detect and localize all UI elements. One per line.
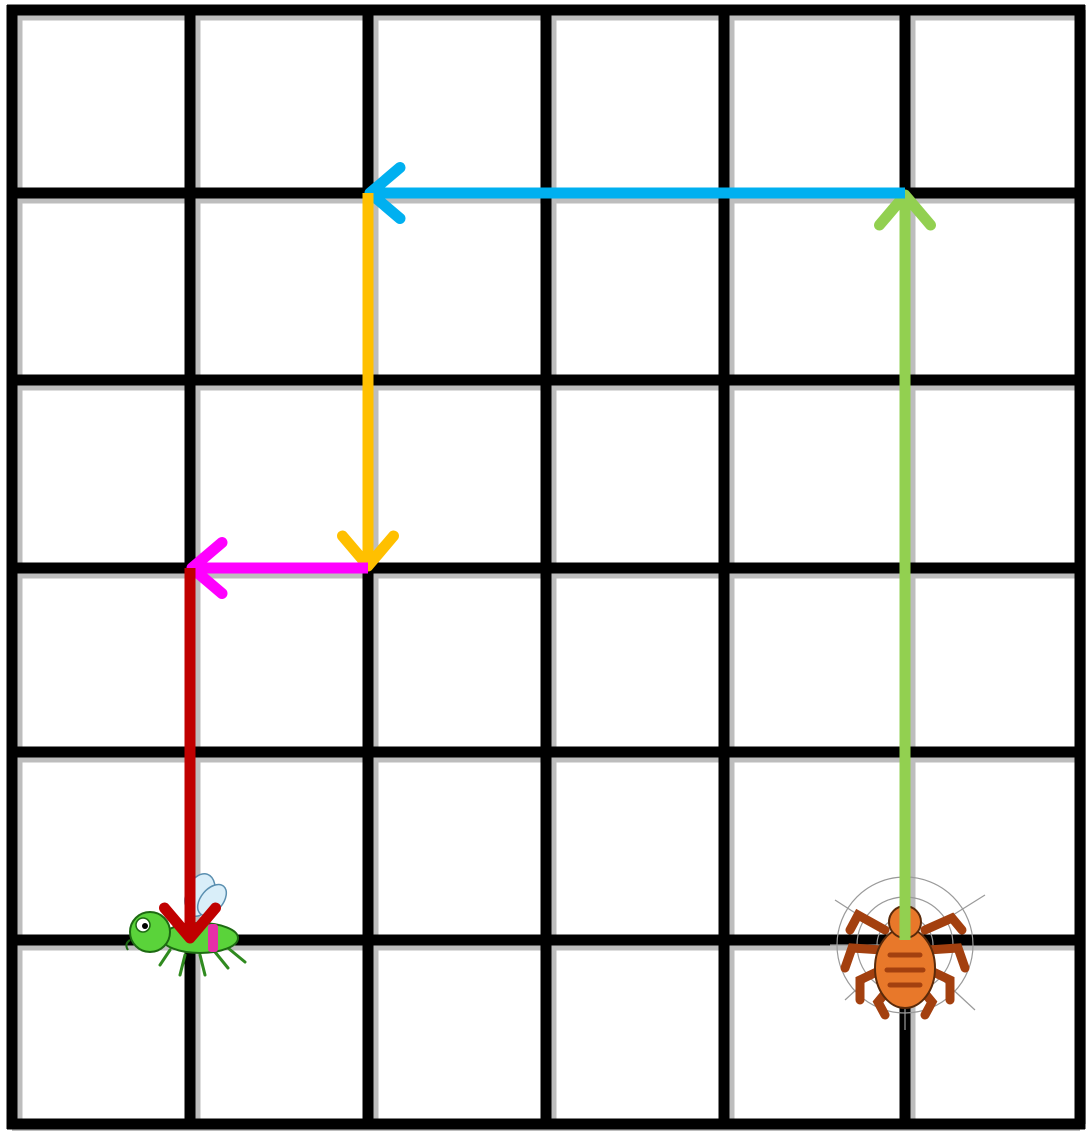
arrow-left (368, 168, 905, 219)
arrow-left (190, 543, 368, 594)
